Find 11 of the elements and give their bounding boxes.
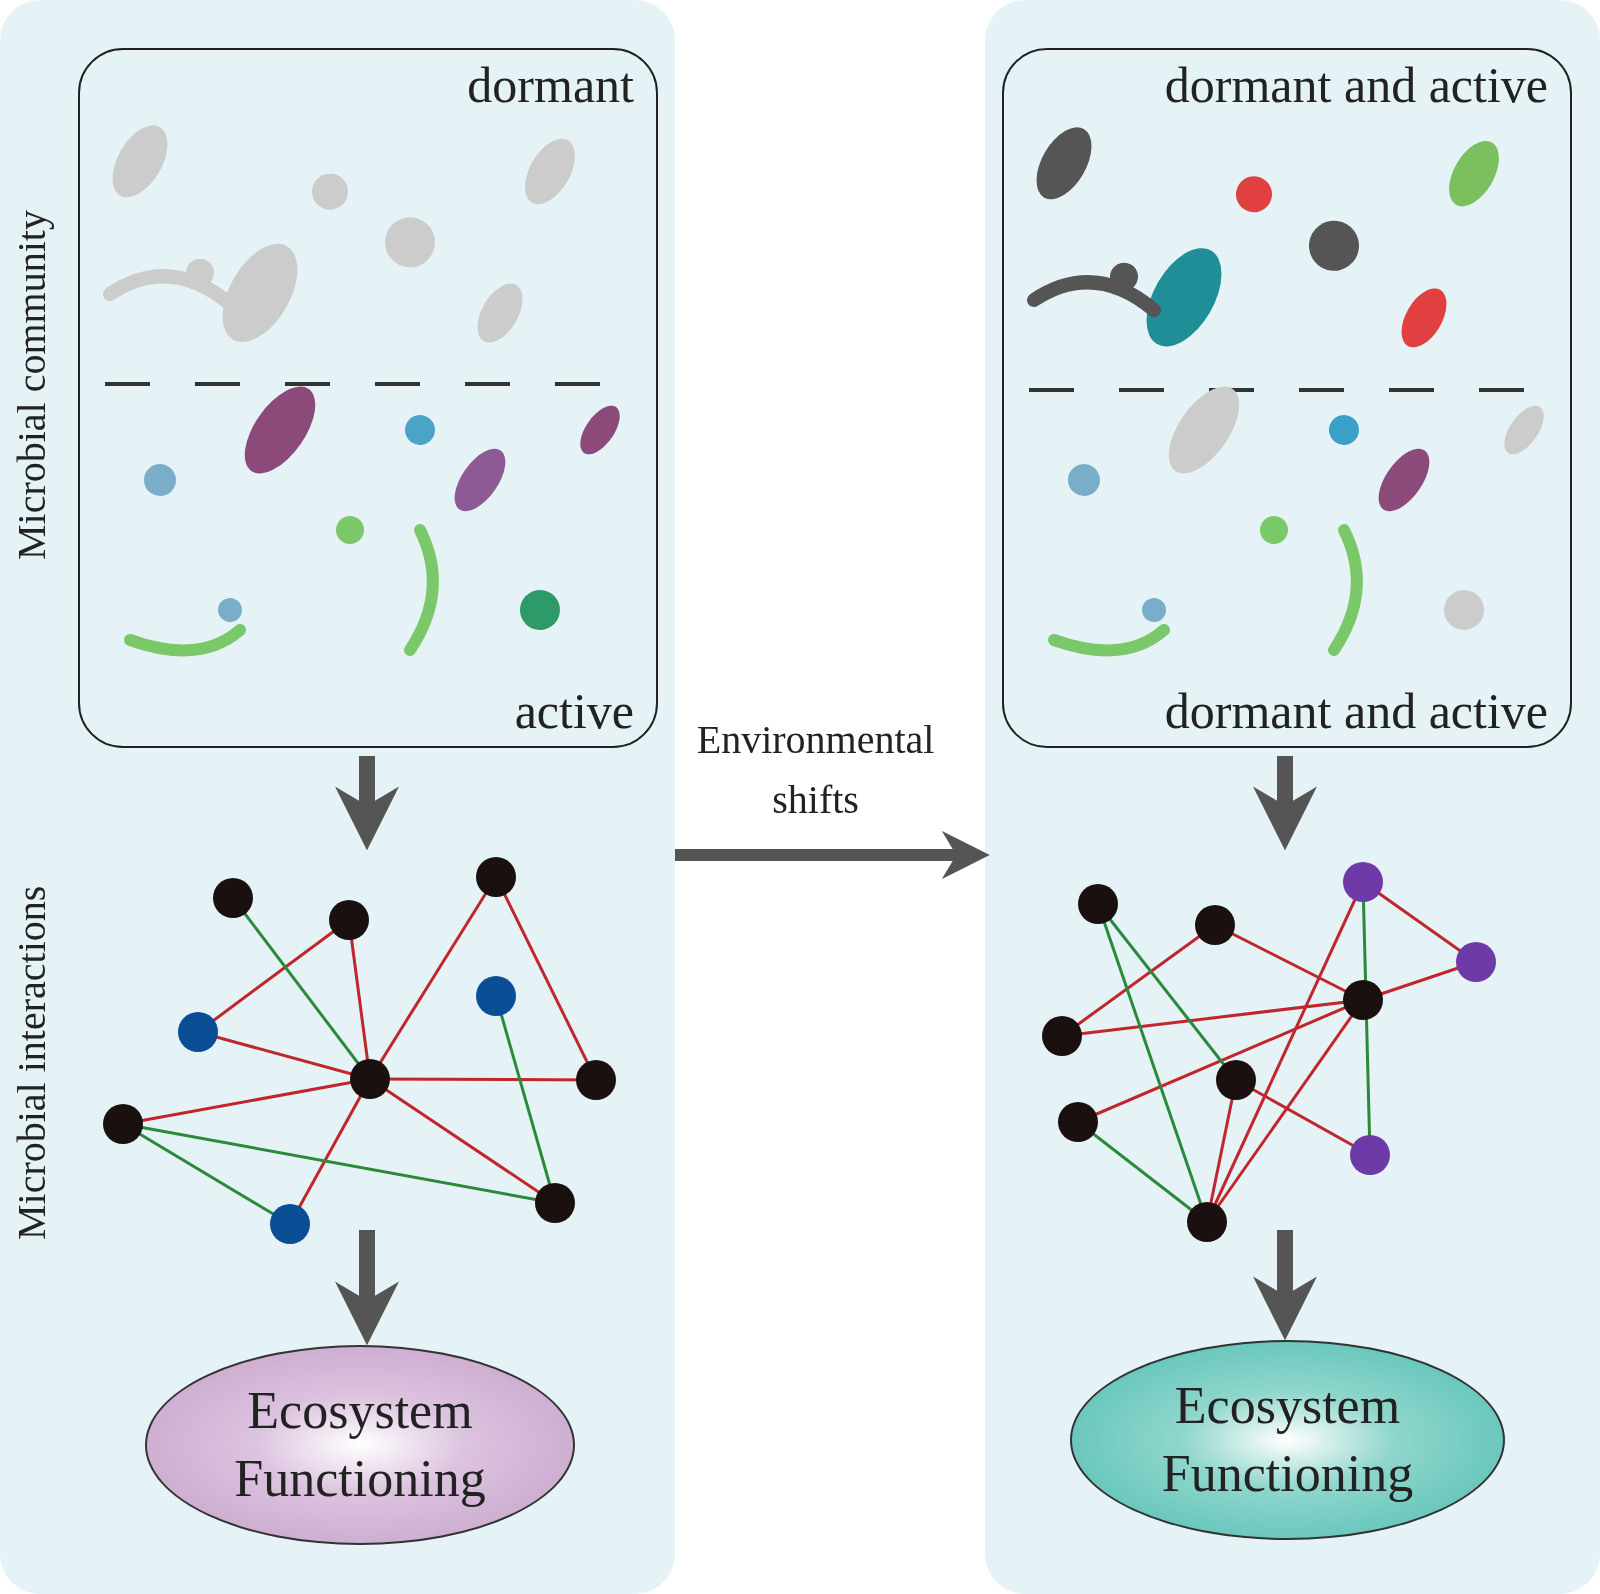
panel-background [985, 0, 1600, 1594]
edge-label: Environmental shifts [695, 716, 936, 824]
row-label: Microbial community [12, 210, 52, 560]
state-label: active [514, 686, 634, 736]
state-label: dormant and active [1164, 686, 1548, 736]
panel-background [0, 0, 675, 1594]
state-label: dormant [467, 60, 634, 110]
row-label: Microbial interactions [12, 885, 52, 1240]
state-label: dormant and active [1164, 60, 1548, 110]
ellipse-label: Ecosystem Functioning [1160, 1376, 1415, 1504]
ellipse-label: Ecosystem Functioning [233, 1381, 487, 1509]
